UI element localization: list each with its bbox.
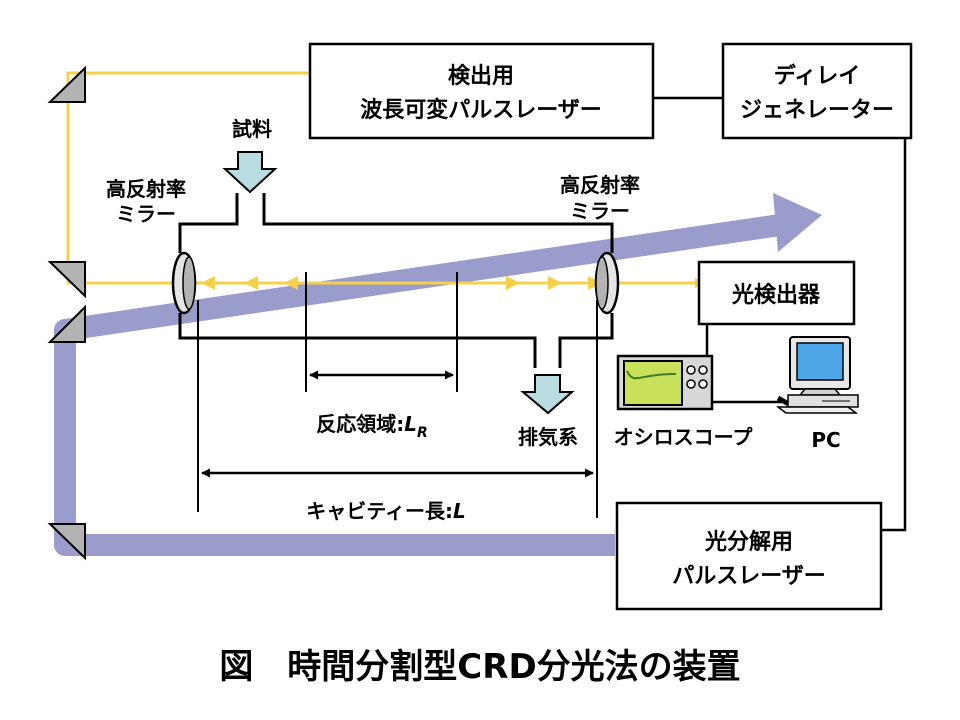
down-arrow-icon: [520, 374, 575, 415]
svg-text:光検出器: 光検出器: [731, 283, 821, 308]
cavity-mirror-icon: [171, 251, 197, 315]
photodetector-box: 光検出器: [697, 260, 856, 326]
probe-pulse-arrow: [244, 276, 258, 290]
cavity-length-label: キャビティー長:L: [306, 499, 466, 523]
mirror-label-right: 高反射率 ミラー: [560, 173, 640, 223]
svg-text:パルスレーザー: パルスレーザー: [672, 564, 826, 589]
svg-text:波長可変パルスレーザー: 波長可変パルスレーザー: [360, 97, 602, 123]
mirror-label-left: 高反射率 ミラー: [106, 177, 186, 226]
prism-mirror-icon: [47, 261, 86, 299]
figure-caption: 図 時間分割型CRD分光法の装置: [219, 647, 740, 687]
cavity-length-dimension: [197, 300, 598, 518]
svg-text:高反射率: 高反射率: [560, 173, 640, 197]
svg-text:高反射率: 高反射率: [106, 177, 186, 201]
delay-generator-box: ディレイ ジェネレーター: [721, 42, 913, 140]
exhaust-label: 排気系: [518, 425, 578, 449]
reaction-region-dimension: [305, 272, 458, 392]
svg-text:ミラー: ミラー: [116, 202, 176, 226]
probe-pulse-arrow: [201, 276, 215, 290]
svg-text:ディレイ: ディレイ: [774, 63, 860, 89]
down-arrow-icon: [222, 151, 278, 194]
reaction-region-label: 反応領域:LR: [316, 412, 428, 441]
prism-mirror-icon: [47, 65, 86, 103]
probe-pulse-arrow: [506, 276, 520, 290]
sample-label: 試料: [232, 117, 272, 141]
pc-label: PC: [811, 428, 840, 452]
oscilloscope-icon: [616, 354, 714, 411]
oscilloscope-label: オシロスコープ: [614, 425, 754, 449]
prism-mirror-icon: [47, 523, 86, 561]
prism-mirror-icon: [47, 304, 86, 343]
svg-text:ミラー: ミラー: [570, 199, 630, 223]
detection-laser-box: 検出用 波長可変パルスレーザー: [308, 42, 655, 140]
cavity-mirror-icon: [594, 251, 620, 315]
photolysis-beam: [54, 193, 822, 556]
pc-icon: [775, 336, 859, 414]
probe-pulse-arrow: [548, 276, 562, 290]
cavity-cell: [178, 193, 614, 368]
svg-text:検出用: 検出用: [448, 64, 514, 89]
probe-pulse-arrow: [284, 276, 298, 290]
photolysis-laser-box: 光分解用 パルスレーザー: [615, 501, 883, 611]
svg-text:光分解用: 光分解用: [704, 529, 793, 555]
signal-wires: [653, 96, 907, 532]
svg-text:ジェネレーター: ジェネレーター: [740, 98, 894, 123]
